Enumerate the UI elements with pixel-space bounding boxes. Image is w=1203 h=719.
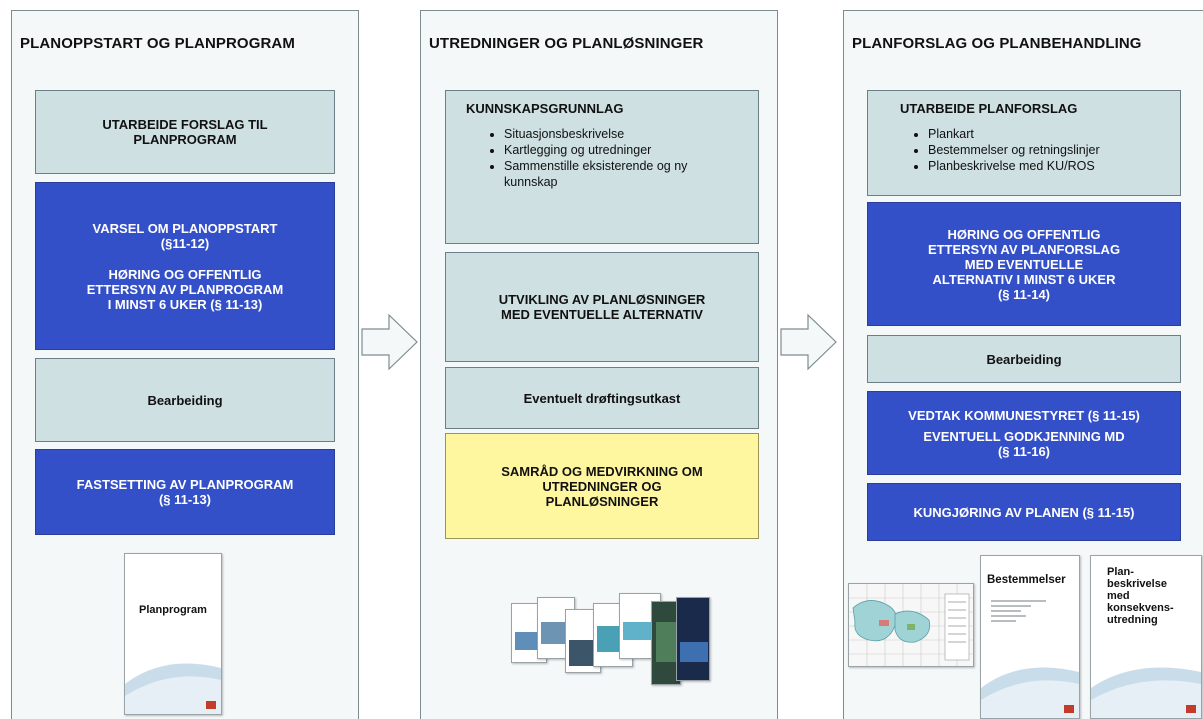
document-title: Planprogram [139,604,207,616]
box-kungjoring: KUNGJØRING AV PLANEN (§ 11-15) [867,483,1181,541]
box-line: (§ 11-14) [997,286,1051,302]
box-line: Bearbeiding [986,351,1062,367]
map-icon [848,583,974,667]
document-title-line: utredning [1107,614,1158,626]
box-bearbeiding: Bearbeiding [867,335,1181,383]
document-wave [125,663,221,714]
box-utarbeide-forslag: UTARBEIDE FORSLAG TIL PLANPROGRAM [35,90,335,174]
box-fastsetting: FASTSETTING AV PLANPROGRAM (§ 11-13) [35,449,335,535]
box-heading: UTARBEIDE PLANFORSLAG [900,101,1078,116]
bullet-item: Plankart [928,126,1100,142]
box-line: FASTSETTING AV PLANPROGRAM [76,477,294,492]
box-line: (§11-12) [160,235,210,251]
box-line: ETTERSYN AV PLANPROGRAM [86,281,284,297]
document-wave [981,667,1079,718]
arrow-right-icon [780,313,837,371]
column-title: UTREDNINGER OG PLANLØSNINGER [429,35,704,52]
document-title: Plan- beskrivelse med konsekvens- utredn… [1107,566,1174,626]
box-horing-planforslag: HØRING OG OFFENTLIG ETTERSYN AV PLANFORS… [867,202,1181,326]
box-line: I MINST 6 UKER (§ 11-13) [107,296,263,312]
column-title: PLANFORSLAG OG PLANBEHANDLING [852,35,1142,52]
logo-icon [206,701,216,709]
document-icon-planbeskrivelse: Plan- beskrivelse med konsekvens- utredn… [1090,555,1202,719]
box-line: KUNGJØRING AV PLANEN (§ 11-15) [913,504,1135,520]
box-line: PLANLØSNINGER [545,493,659,509]
box-line: Bearbeiding [147,392,223,408]
column-planforslag: PLANFORSLAG OG PLANBEHANDLING UTARBEIDE … [843,10,1203,719]
box-line: SAMRÅD OG MEDVIRKNING OM [501,463,703,479]
box-heading: KUNNSKAPSGRUNNLAG [466,101,624,116]
box-line: UTVIKLING AV PLANLØSNINGER [498,292,706,307]
column-title: PLANOPPSTART OG PLANPROGRAM [20,35,295,52]
document-title-line: Plan- [1107,566,1134,578]
bullet-list: Situasjonsbeskrivelse Kartlegging og utr… [482,126,734,190]
bullet-list: Plankart Bestemmelser og retningslinjer … [906,126,1100,174]
box-line: VARSEL OM PLANOPPSTART [92,220,278,236]
bullet-item: Sammenstille eksisterende og ny kunnskap [504,158,734,190]
box-line: MED EVENTUELLE ALTERNATIV [501,307,703,322]
box-line: MED EVENTUELLE [964,256,1084,272]
document-title-line: beskrivelse [1107,578,1167,590]
bullet-item: Bestemmelser og retningslinjer [928,142,1100,158]
document-title: Bestemmelser [987,574,1066,586]
box-utvikling-planlosninger: UTVIKLING AV PLANLØSNINGER MED EVENTUELL… [445,252,759,362]
box-bearbeiding: Bearbeiding [35,358,335,442]
box-line: HØRING OG OFFENTLIG [947,226,1101,242]
box-line: ALTERNATIV I MINST 6 UKER [932,271,1116,287]
document-icon-bestemmelser: Bestemmelser [980,555,1080,719]
bullet-item: Kartlegging og utredninger [504,142,734,158]
box-line: EVENTUELL GODKJENNING MD [923,428,1125,444]
document-icon-planprogram: Planprogram [124,553,222,715]
bullet-item: Situasjonsbeskrivelse [504,126,734,142]
box-samrad-medvirkning: SAMRÅD OG MEDVIRKNING OM UTREDNINGER OG … [445,433,759,539]
map-drawing [849,584,973,666]
box-vedtak-kommunestyret: VEDTAK KOMMUNESTYRET (§ 11-15) EVENTUELL… [867,391,1181,475]
bullet-item: Planbeskrivelse med KU/ROS [928,158,1100,174]
box-line: Eventuelt drøftingsutkast [523,390,681,406]
box-line: ETTERSYN AV PLANFORSLAG [927,241,1121,257]
box-line: PLANPROGRAM [133,132,237,147]
box-line: (§ 11-16) [997,443,1051,459]
box-line: HØRING OG OFFENTLIG [108,266,262,282]
column-utredninger: UTREDNINGER OG PLANLØSNINGER KUNNSKAPSGR… [420,10,778,719]
box-droftingsutkast: Eventuelt drøftingsutkast [445,367,759,429]
box-line: UTREDNINGER OG [542,478,662,494]
document-title-line: med [1107,590,1130,602]
document-collage [511,589,711,699]
box-utarbeide-planforslag: UTARBEIDE PLANFORSLAG Plankart Bestemmel… [867,90,1181,196]
column-planoppstart: PLANOPPSTART OG PLANPROGRAM UTARBEIDE FO… [11,10,359,719]
arrow-right-icon [361,313,418,371]
box-line: UTARBEIDE FORSLAG TIL [102,117,268,132]
box-varsel-planoppstart: VARSEL OM PLANOPPSTART (§11-12) HØRING O… [35,182,335,350]
document-icon [676,597,710,681]
document-wave [1091,667,1201,718]
box-line: VEDTAK KOMMUNESTYRET (§ 11-15) [908,407,1140,423]
box-kunnskapsgrunnlag: KUNNSKAPSGRUNNLAG Situasjonsbeskrivelse … [445,90,759,244]
box-line: (§ 11-13) [158,492,212,507]
logo-icon [1064,705,1074,713]
logo-icon [1186,705,1196,713]
document-title-line: konsekvens- [1107,602,1174,614]
